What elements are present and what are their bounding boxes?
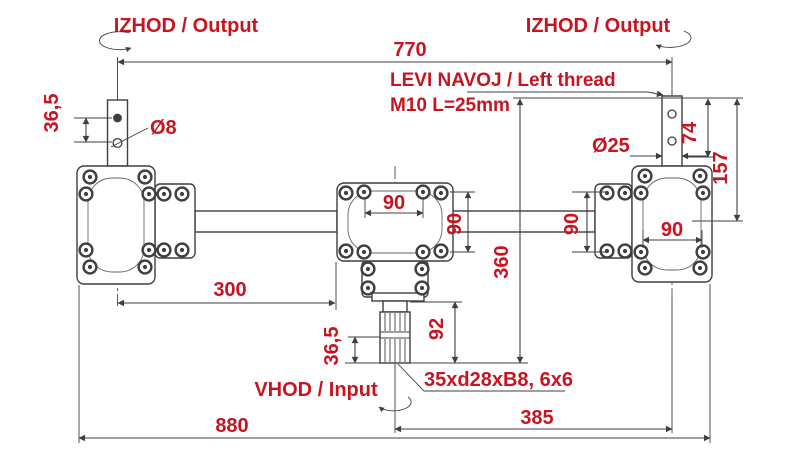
dim-300-value: 300 [213,279,246,301]
dim-diameter-25-value: Ø25 [592,135,630,157]
dim-90-mid-vertical: 90 [444,191,475,253]
dim-90-mid-h-value: 90 [383,192,405,214]
left-thread-note-line2: M10 L=25mm [390,95,510,116]
left-thread-note-line1: LEVI NAVOJ / Left thread [390,70,616,91]
dim-90-mid-horizontal: 90 [364,192,424,218]
middle-gearbox-housing [336,182,454,262]
dim-diameter-8-value: Ø8 [150,117,177,139]
dim-90-mid-v-value: 90 [444,213,466,235]
input-shaft-neck [382,300,408,313]
left-gearbox [76,165,196,285]
dim-92-value: 92 [426,318,448,340]
dim-880-value: 880 [215,415,248,437]
dim-90-right-horizontal: 90 [642,219,703,248]
dim-360: 360 [345,97,743,364]
dim-36-5-left-value: 36,5 [41,94,63,133]
dim-90-right-h-value: 90 [661,219,683,241]
left-output-shaft [106,99,129,167]
dim-90-right-vertical: 90 [561,191,608,253]
rotation-arrow-left-icon [99,31,132,53]
left-thread-note: LEVI NAVOJ / Left thread M10 L=25mm [390,70,664,116]
right-gearbox-face [642,177,702,271]
dim-74: 74 [679,98,714,158]
output-left-label: IZHOD / Output [114,15,259,37]
output-right-label: IZHOD / Output [526,15,671,37]
right-gearbox-housing [631,165,713,283]
spline-ridges [380,313,410,362]
left-connecting-shaft [194,210,338,233]
dim-90-right-v-value: 90 [561,213,583,235]
left-shaft-lower-hole [112,137,123,149]
dim-157: 157 [692,98,743,222]
dim-880: 880 [78,284,711,443]
left-gearbox-housing [76,165,156,285]
right-shaft-lower-hole [667,136,677,146]
dim-36-5-input: 36,5 [321,327,380,366]
left-thread-leader [467,90,664,98]
middle-gearbox-bell-lip [371,292,425,302]
right-gearbox [594,165,713,283]
dim-157-value: 157 [710,151,732,184]
dim-36-5-input-value: 36,5 [321,327,343,366]
dim-diameter-8: Ø8 [110,117,177,148]
dim-92: 92 [410,301,462,364]
spline-leader [397,363,565,392]
right-shaft-upper-hole [667,109,677,119]
dim-770: 770 [117,39,673,100]
dim-770-value: 770 [393,39,426,61]
middle-gearbox [336,182,454,364]
dim-360-value: 360 [491,245,513,278]
dim-diameter-25: Ø25 [592,135,708,160]
dim-36-5-left: 36,5 [41,94,112,143]
middle-gearbox-face [347,190,443,254]
dim-385: 385 [394,407,673,433]
left-gearbox-face [87,177,145,273]
rotation-arrow-input-icon [378,396,412,413]
labels: IZHOD / Output IZHOD / Output VHOD / Inp… [99,15,692,413]
dim-385-value: 385 [520,407,553,429]
spline-note: 35xd28xB8, 6x6 [397,363,573,392]
dim-300: 300 [117,262,337,310]
dim-74-value: 74 [679,121,701,144]
spline-note-text: 35xd28xB8, 6x6 [424,369,573,391]
rotation-arrow-right-icon [655,30,692,50]
input-label: VHOD / Input [254,379,378,401]
left-shaft-upper-hole [113,113,122,123]
